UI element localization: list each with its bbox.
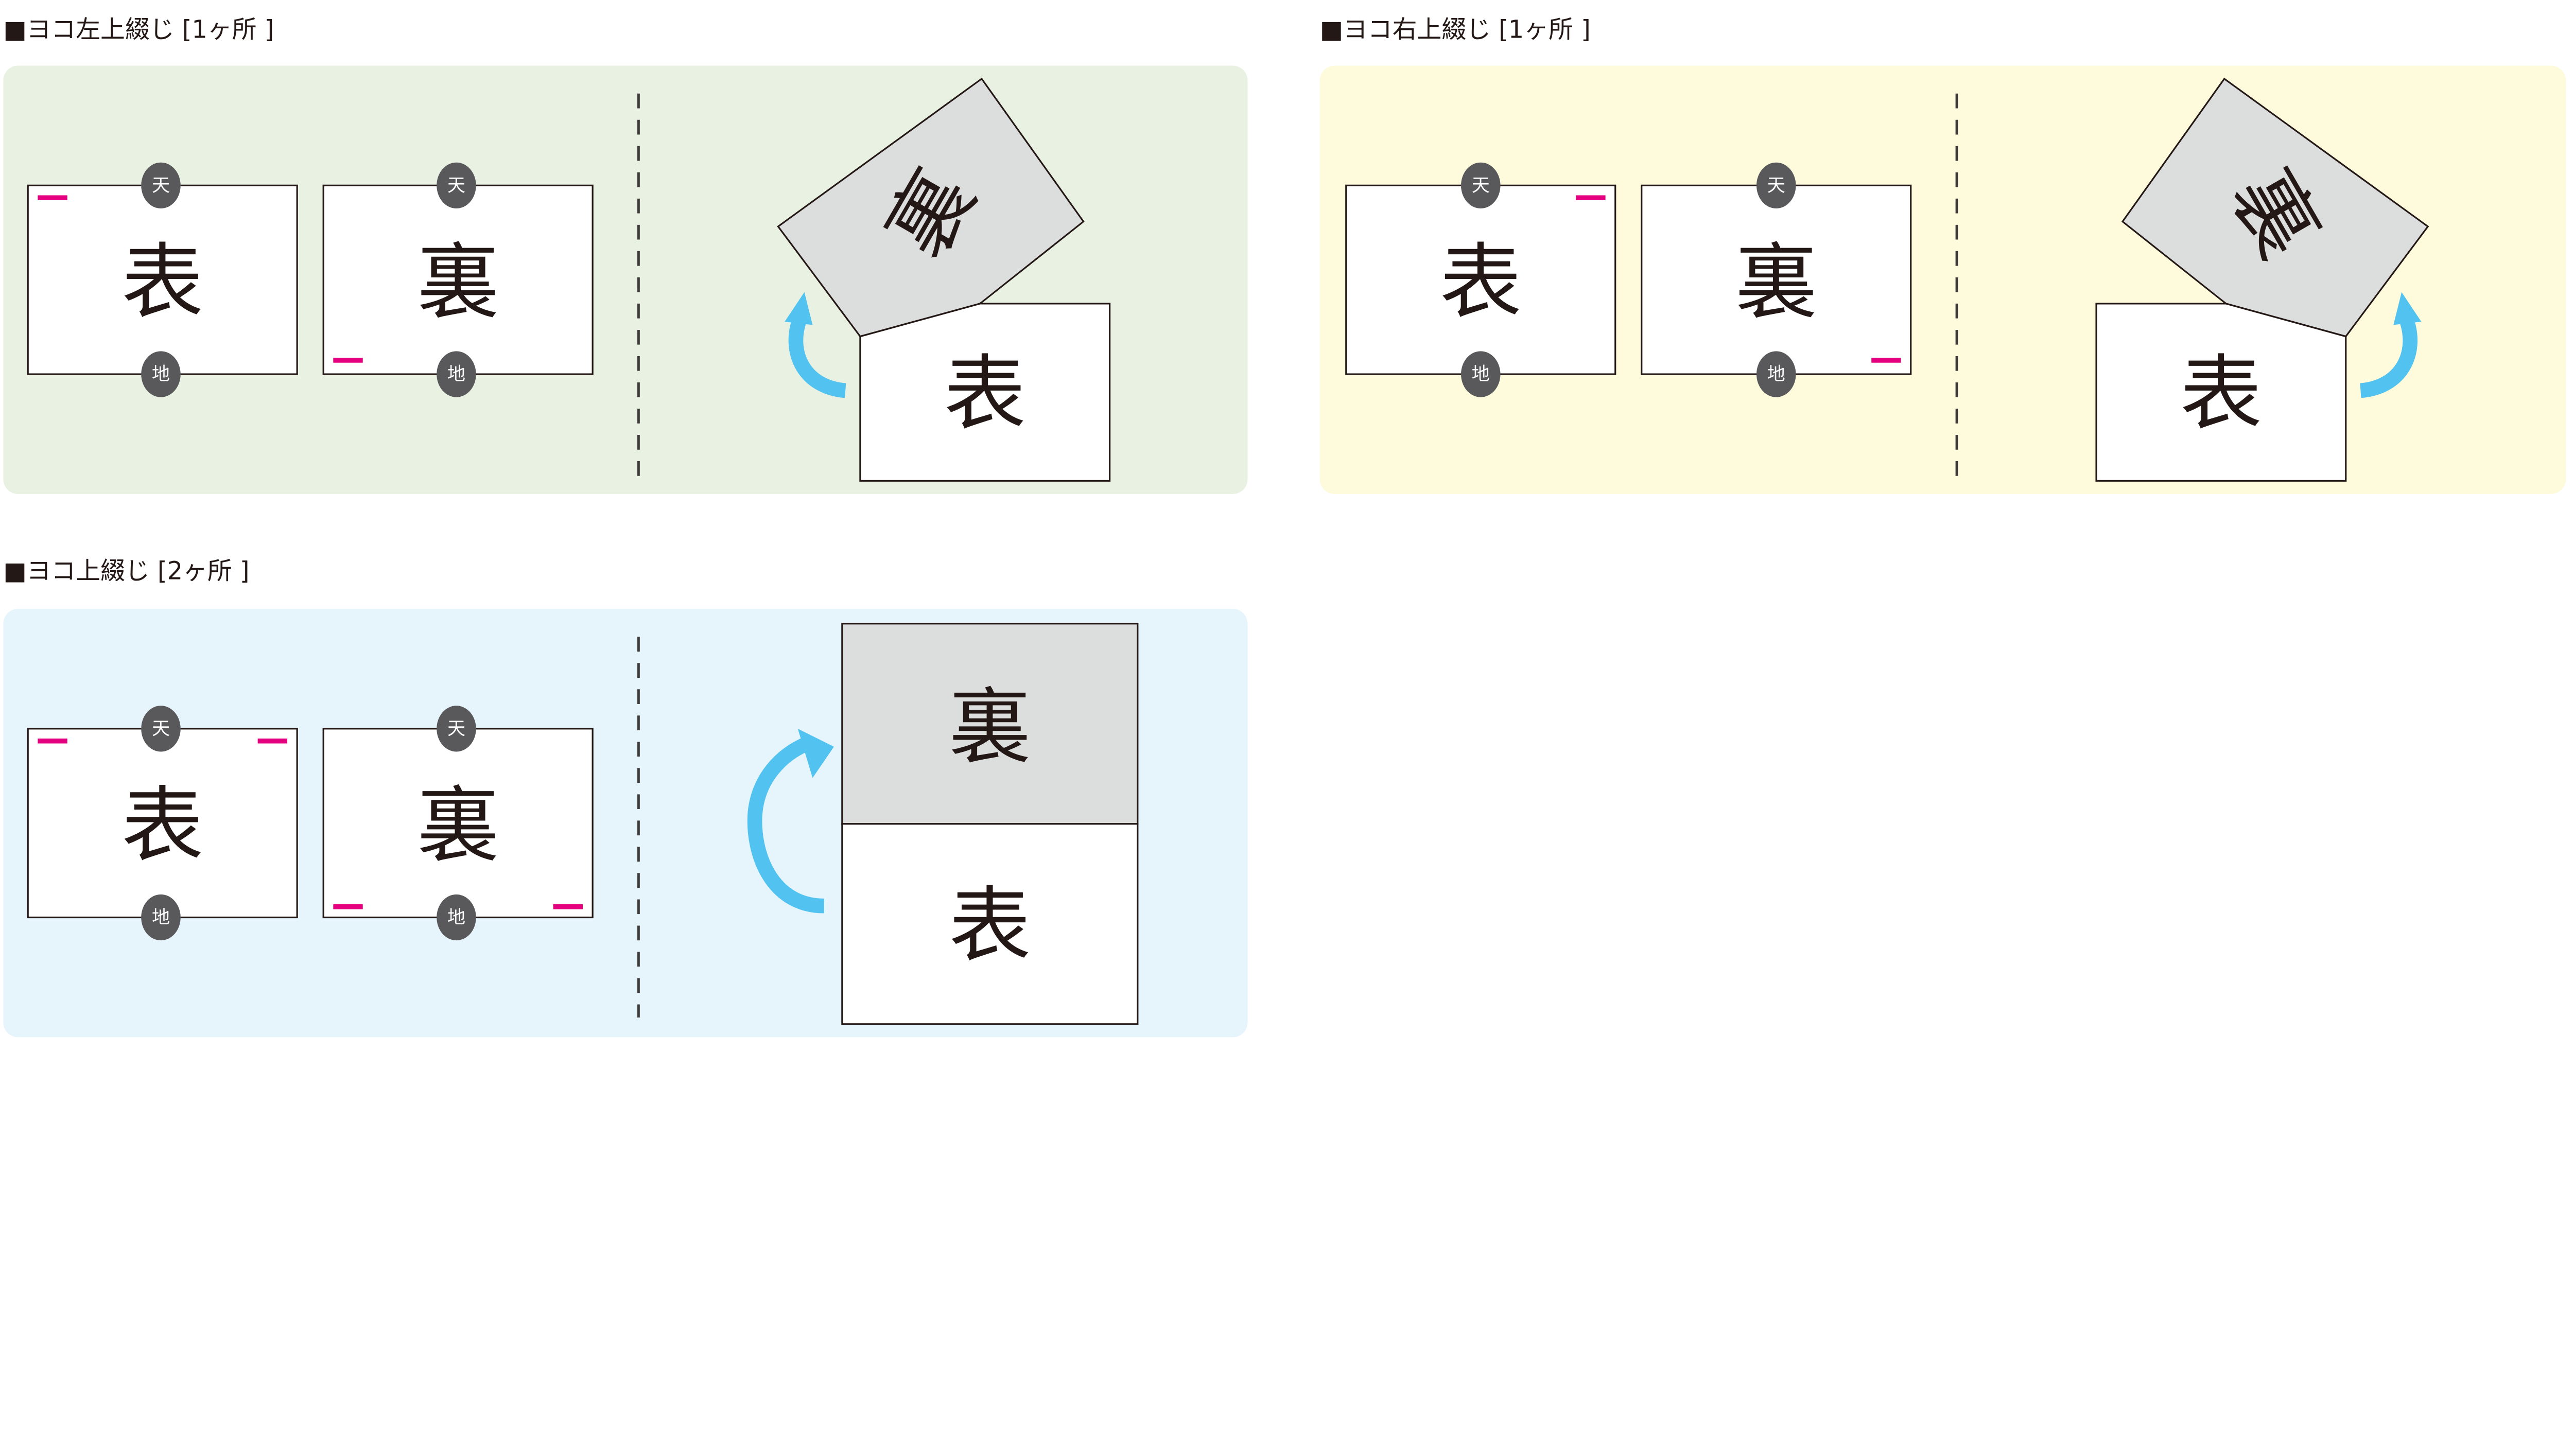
top-badge-label: 天 xyxy=(152,175,170,196)
front-sheet xyxy=(841,823,1139,1025)
binding-mark xyxy=(333,904,363,909)
back-label: 裏 xyxy=(1735,234,1817,330)
front-card: 表 天 地 xyxy=(27,706,298,941)
bottom-badge xyxy=(141,894,181,941)
top-badge xyxy=(437,706,476,752)
flip-arrow xyxy=(2359,318,2418,398)
bottom-badge-label: 地 xyxy=(447,907,465,928)
front-label: 表 xyxy=(121,778,203,873)
binding-diagram: ■ヨコ左上綴じ [1ヶ所 ] 表 天 地 裏 天 地 裏 表 xyxy=(3,15,2566,1038)
binding-mark xyxy=(38,195,67,201)
top-badge xyxy=(141,162,181,208)
binding-mark xyxy=(38,738,67,744)
top-badge-label: 天 xyxy=(447,718,465,739)
section-title: ■ヨコ右上綴じ [1ヶ所 ] xyxy=(1320,15,1591,44)
bottom-badge-label: 地 xyxy=(152,907,170,928)
section-title: ■ヨコ上綴じ [2ヶ所 ] xyxy=(3,557,249,586)
top-badge xyxy=(437,162,476,208)
flip-illustration: 裏 表 xyxy=(747,623,1139,1025)
front-sheet-label: 表 xyxy=(2180,346,2262,442)
back-label: 裏 xyxy=(417,778,499,873)
bottom-badge xyxy=(437,351,476,397)
back-card: 裏 天 地 xyxy=(322,706,594,941)
top-badge-label: 天 xyxy=(152,718,170,739)
top-badge-label: 天 xyxy=(1767,175,1785,196)
flip-illustration: 裏 表 xyxy=(2095,77,2429,482)
back-card: 裏 天 地 xyxy=(322,162,594,397)
flip-illustration: 裏 表 xyxy=(777,77,1111,482)
section-right-top-binding: ■ヨコ右上綴じ [1ヶ所 ] 表 天 地 裏 天 地 xyxy=(1319,15,2566,494)
binding-mark xyxy=(1576,195,1606,201)
binding-mark xyxy=(333,358,363,363)
top-badge xyxy=(141,706,181,752)
section-left-top-binding: ■ヨコ左上綴じ [1ヶ所 ] 表 天 地 裏 天 地 裏 表 xyxy=(3,15,1248,494)
back-card: 裏 天 地 xyxy=(1641,162,1912,397)
front-sheet xyxy=(859,303,1111,482)
bottom-badge xyxy=(141,351,181,397)
top-badge-label: 天 xyxy=(447,175,465,196)
top-badge xyxy=(1756,162,1796,208)
bottom-badge xyxy=(437,894,476,941)
front-sheet xyxy=(2095,303,2347,482)
top-badge-label: 天 xyxy=(1472,175,1490,196)
front-card: 表 天 地 xyxy=(27,162,298,397)
front-label: 表 xyxy=(121,234,203,330)
back-sheet-label: 裏 xyxy=(949,679,1031,775)
arrow-head-icon xyxy=(785,292,813,325)
bottom-badge xyxy=(1756,351,1796,397)
bottom-badge-label: 地 xyxy=(1472,364,1490,385)
front-label: 表 xyxy=(1440,234,1522,330)
section-top-binding: ■ヨコ上綴じ [2ヶ所 ] 表 天 地 裏 天 地 裏 表 xyxy=(3,557,1248,1038)
binding-mark xyxy=(257,738,288,744)
binding-mark xyxy=(1871,358,1901,363)
flip-arrow xyxy=(747,736,825,914)
bottom-badge-label: 地 xyxy=(1767,364,1785,385)
front-sheet-label: 表 xyxy=(944,346,1026,442)
binding-mark xyxy=(553,904,583,909)
back-sheet xyxy=(841,623,1139,825)
top-badge xyxy=(1461,162,1501,208)
arrow-head-icon xyxy=(2393,292,2422,325)
flip-arrow xyxy=(788,318,846,398)
back-label: 裏 xyxy=(417,234,499,330)
arrow-head-icon xyxy=(797,728,834,778)
bottom-badge-label: 地 xyxy=(152,364,170,385)
section-title: ■ヨコ左上綴じ [1ヶ所 ] xyxy=(3,15,274,44)
bottom-badge xyxy=(1461,351,1501,397)
front-card: 表 天 地 xyxy=(1345,162,1616,397)
front-sheet-label: 表 xyxy=(949,878,1031,973)
bottom-badge-label: 地 xyxy=(447,364,465,385)
